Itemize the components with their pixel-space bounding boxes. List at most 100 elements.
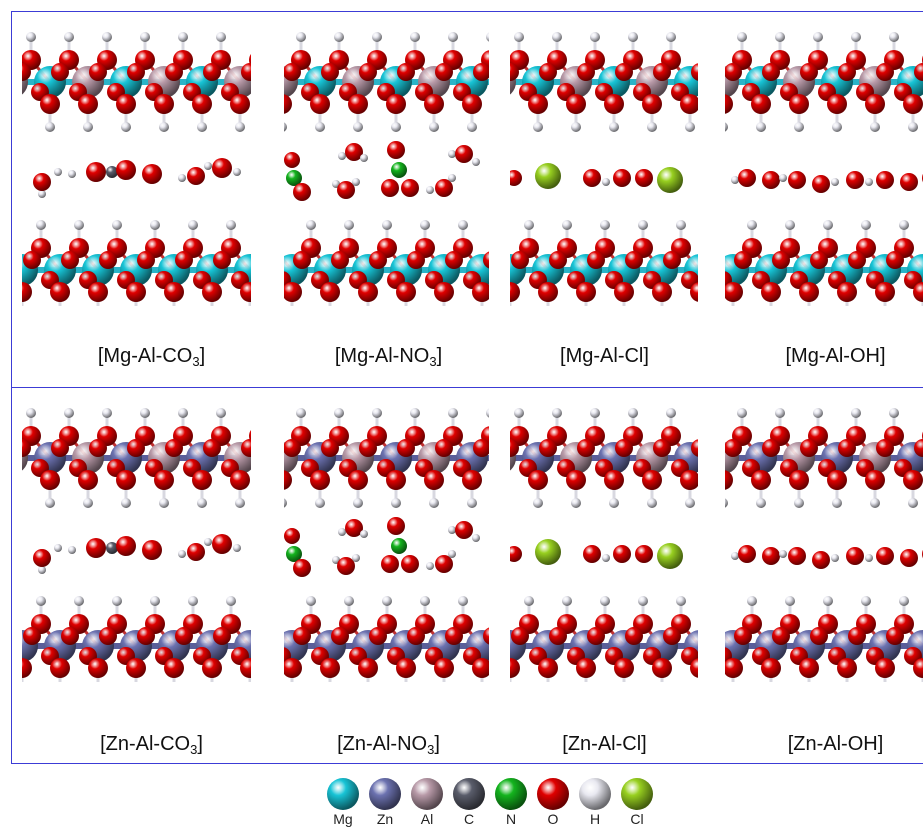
atom-h	[448, 526, 456, 534]
atom-h	[467, 122, 477, 132]
atom-h	[344, 220, 354, 230]
atom-o	[99, 627, 117, 645]
atom-h	[178, 32, 188, 42]
atom-o	[566, 94, 586, 114]
atom-o	[691, 439, 698, 457]
atom-o	[50, 658, 70, 678]
atom-o	[799, 282, 819, 302]
panel-label-zn-al-cl: [Zn-Al-Cl]	[490, 733, 719, 756]
atom-h	[737, 32, 747, 42]
atom-o	[510, 282, 520, 302]
atom-o	[88, 658, 108, 678]
atom-h	[851, 408, 861, 418]
atom-h	[628, 408, 638, 418]
atom-o	[613, 545, 631, 563]
atom-o	[762, 439, 780, 457]
atom-h	[26, 32, 36, 42]
atom-o	[865, 94, 885, 114]
structure-drawing	[22, 408, 251, 682]
atom-h	[785, 220, 795, 230]
atom-o	[348, 94, 368, 114]
atom-o	[725, 439, 742, 457]
atom-h	[590, 32, 600, 42]
atom-o	[812, 551, 830, 569]
atom-h	[533, 122, 543, 132]
atom-h	[83, 498, 93, 508]
atom-h	[794, 498, 804, 508]
atom-h	[216, 32, 226, 42]
label-subscript: 3	[190, 742, 198, 757]
atom-h	[756, 498, 766, 508]
atom-o	[914, 439, 923, 457]
atom-o	[738, 169, 756, 187]
atom-h	[284, 498, 287, 508]
atom-o	[653, 63, 671, 81]
atom-n	[286, 170, 302, 186]
atom-h	[756, 122, 766, 132]
label-tail: ]	[199, 345, 206, 367]
atom-h	[785, 596, 795, 606]
atom-o	[88, 282, 108, 302]
legend-item-zn: Zn	[365, 776, 405, 827]
atom-o	[396, 658, 416, 678]
atom-h	[813, 32, 823, 42]
atom-o	[293, 251, 311, 269]
atom-o	[293, 627, 311, 645]
atom-o	[528, 94, 548, 114]
atom-n	[391, 162, 407, 178]
legend-swatch	[453, 778, 485, 810]
atom-o	[164, 282, 184, 302]
atom-h	[486, 32, 489, 42]
atom-o	[397, 63, 415, 81]
atom-h	[779, 174, 787, 182]
atom-h	[150, 220, 160, 230]
atom-o	[23, 627, 41, 645]
atom-o	[187, 543, 205, 561]
structure-panel-zn-al-no3	[284, 402, 489, 682]
atom-o	[549, 627, 567, 645]
atom-h	[448, 174, 456, 182]
atom-o	[241, 439, 251, 457]
atom-h	[747, 596, 757, 606]
atom-o	[576, 658, 596, 678]
atom-o	[175, 251, 193, 269]
atom-o	[241, 63, 251, 81]
atom-o	[22, 63, 31, 81]
atom-o	[772, 627, 790, 645]
atom-o	[434, 658, 454, 678]
atom-h	[178, 174, 186, 182]
atom-o	[331, 251, 349, 269]
atom-h	[448, 550, 456, 558]
atom-h	[45, 498, 55, 508]
atom-h	[353, 122, 363, 132]
atom-o	[137, 251, 155, 269]
legend-item-c: C	[449, 776, 489, 827]
atom-o	[725, 63, 742, 81]
atom-o	[142, 164, 162, 184]
atom-o	[652, 658, 672, 678]
atom-h	[306, 596, 316, 606]
atom-o	[116, 94, 136, 114]
panel-label-zn-al-no3: [Zn-Al-NO3]	[274, 733, 503, 757]
atom-o	[40, 470, 60, 490]
atom-o	[435, 63, 453, 81]
atom-c	[106, 166, 118, 178]
atom-cl	[535, 163, 561, 189]
atom-o	[663, 251, 681, 269]
atom-h	[360, 530, 368, 538]
atom-h	[352, 554, 360, 562]
legend-item-n: N	[491, 776, 531, 827]
atom-o	[165, 63, 183, 81]
atom-o	[837, 282, 857, 302]
atom-o	[435, 179, 453, 197]
legend-label: Mg	[333, 811, 353, 827]
atom-o	[240, 658, 251, 678]
atom-o	[61, 251, 79, 269]
atom-h	[775, 408, 785, 418]
legend-atom-o	[537, 778, 569, 810]
atom-h	[382, 220, 392, 230]
atom-o	[577, 63, 595, 81]
legend-atom-cl	[621, 778, 653, 810]
atom-h	[865, 554, 873, 562]
atom-o	[116, 470, 136, 490]
